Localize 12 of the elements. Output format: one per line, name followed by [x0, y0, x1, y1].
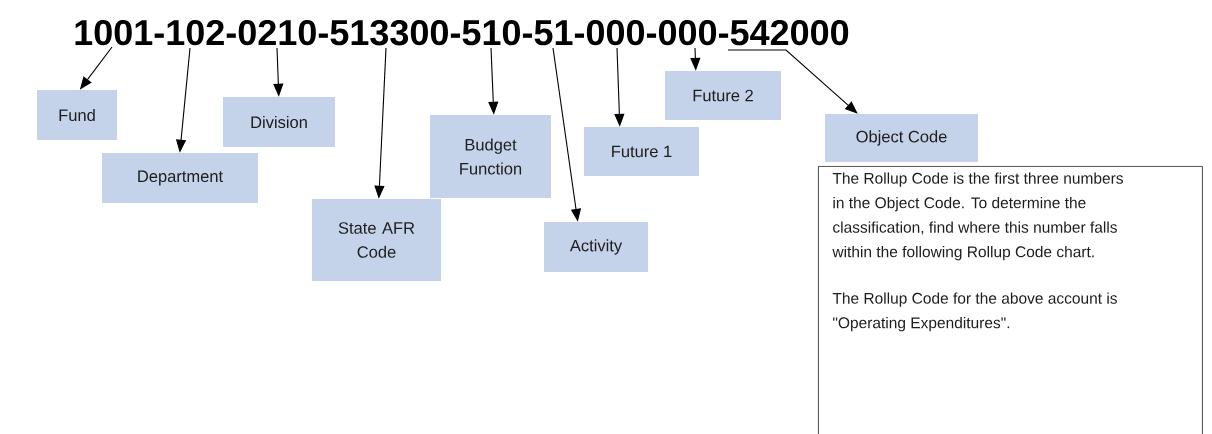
label-box: Object Code — [825, 114, 978, 162]
label-box: State AFR Code — [312, 199, 441, 281]
arrow — [727, 49, 858, 114]
label-box: Activity — [544, 222, 648, 272]
label-box: Department — [102, 153, 258, 203]
label-box: Future 2 — [665, 71, 781, 120]
label-box: Division — [223, 97, 335, 147]
account-number: 1001-102-0210-513300-510-51-000-000-542000 — [75, 19, 849, 46]
note-box: The Rollup Code is the first three numbers in the Object Code. To determine the classification, find where this number falls within the following Rollup Code chart. The Rollup Code for the above account is "Operating Expenditures". — [818, 166, 1203, 434]
label-box: Future 1 — [584, 127, 699, 176]
label-box: Fund — [37, 90, 117, 140]
label-box: Budget Function — [430, 115, 551, 198]
